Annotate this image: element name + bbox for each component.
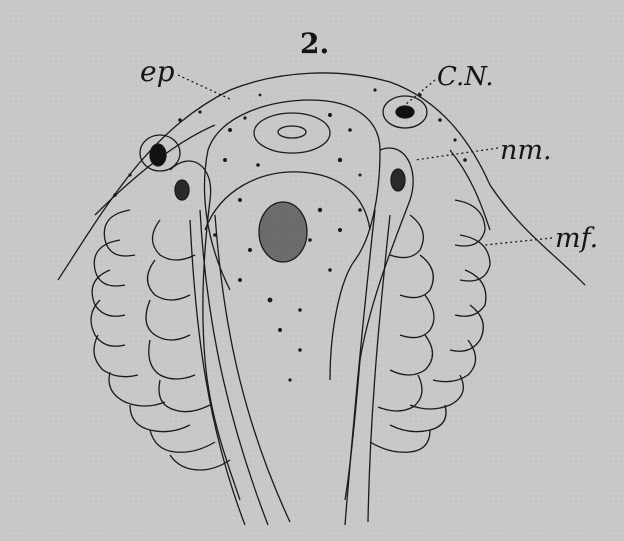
figure-number: 2. — [300, 30, 329, 58]
ep-cell-left-nucleus — [150, 144, 166, 166]
label-ep: ep — [140, 58, 175, 86]
nm-cell-right-nucleus — [391, 169, 405, 191]
nm-cell-left-nucleus — [175, 180, 189, 200]
label-mf: mf. — [555, 225, 598, 252]
central-nucleus — [259, 202, 307, 262]
cn-cell-nucleus — [396, 106, 414, 118]
label-cn: C.N. — [437, 64, 494, 90]
label-nm: nm. — [500, 137, 552, 164]
